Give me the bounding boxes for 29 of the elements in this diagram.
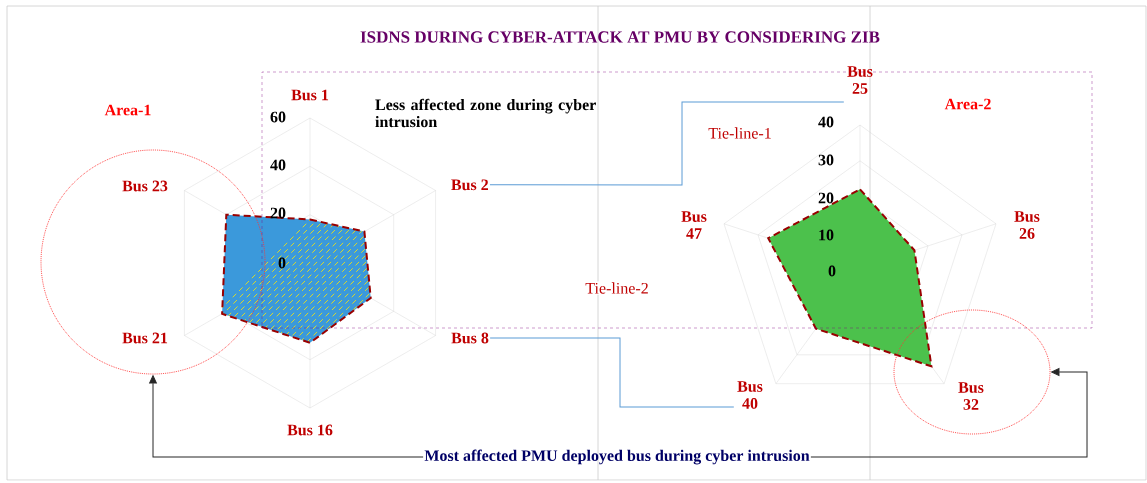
axis-label: Bus 47 <box>681 211 707 239</box>
axis-label: Bus 23 <box>122 180 168 192</box>
highlight-circle <box>893 309 1051 435</box>
bus-label: Bus 8 <box>451 332 489 344</box>
tick-label: 60 <box>270 111 286 123</box>
bus-label: Bus 2 <box>451 179 488 191</box>
tick-label: 20 <box>818 192 834 204</box>
note-text: Most affected PMU deployed bus during cyber intrusion <box>424 449 810 465</box>
edge-label: Tie-line-2 <box>585 282 648 294</box>
tie-line <box>489 337 735 408</box>
axis-label: Bus 1 <box>291 89 329 101</box>
title: ISDNS DURING CYBER-ATTACK AT PMU BY CONSIDERING ZIB <box>360 31 880 43</box>
axis-label: Bus 32 <box>958 382 984 410</box>
tick-label: 40 <box>818 116 834 128</box>
arrow <box>149 375 424 458</box>
tick-label: 10 <box>819 229 834 241</box>
highlight-circle <box>40 149 266 375</box>
bus-label: Bus 25 <box>847 66 873 94</box>
area-label: Area-1 <box>104 104 151 116</box>
tie-line <box>489 101 845 186</box>
tick-label: 30 <box>818 154 834 166</box>
area-label: Area-2 <box>944 98 991 110</box>
bus-label: Bus 40 <box>737 381 763 409</box>
edge-label: Tie-line-1 <box>708 127 771 139</box>
axis-label: Bus 16 <box>287 424 333 436</box>
arrow <box>810 368 1088 458</box>
axis-label: Bus 26 <box>1014 211 1040 239</box>
axis-label: Bus 21 <box>122 332 168 344</box>
tick-label: 0 <box>828 265 836 277</box>
